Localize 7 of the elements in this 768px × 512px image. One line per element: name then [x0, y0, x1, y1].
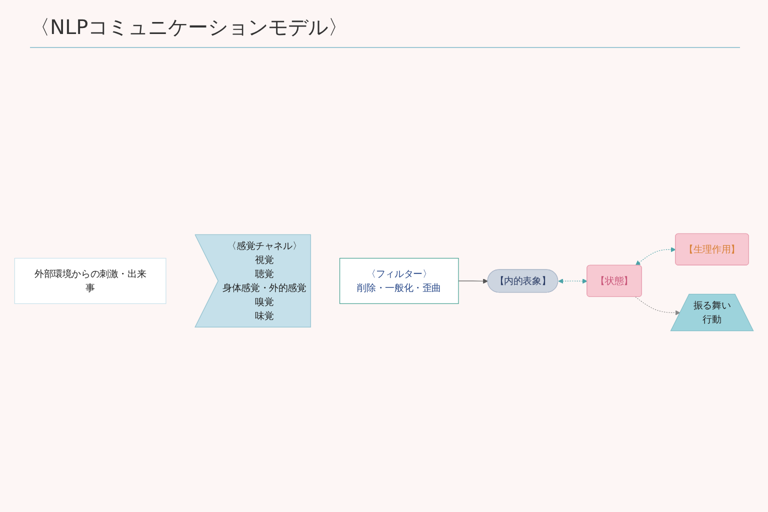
title: 〈NLPコミュニケーションモデル〉 [30, 14, 740, 48]
arrow [635, 296, 680, 316]
arrow [458, 278, 488, 284]
node-box: 外部環境からの刺激・出来事 [14, 258, 166, 304]
node-box: 〈フィルター〉 削除・一般化・歪曲 [340, 258, 459, 304]
arrow [558, 278, 588, 284]
arrow [635, 247, 676, 266]
